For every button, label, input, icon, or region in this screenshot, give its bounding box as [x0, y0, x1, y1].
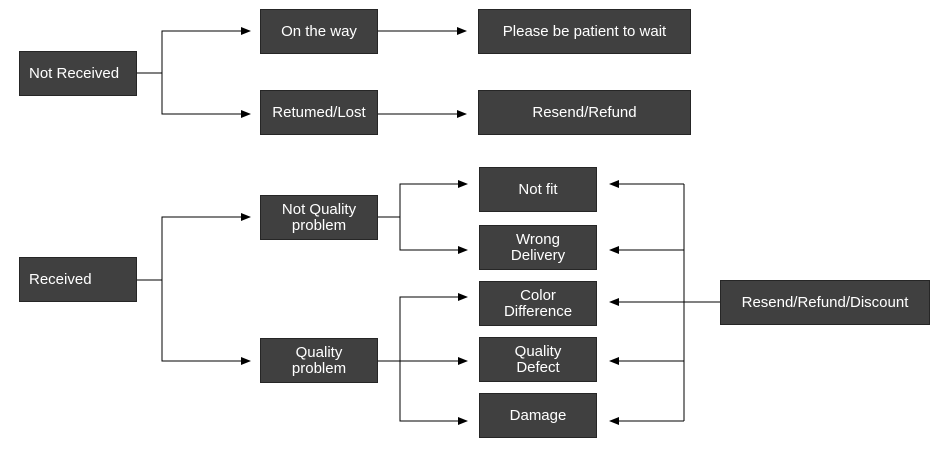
node-not-quality-problem: Not Quality problem	[260, 195, 378, 240]
connector-quality-to-damage	[399, 361, 468, 425]
node-color-difference: Color Difference	[479, 281, 597, 326]
node-received: Received	[19, 257, 137, 302]
node-returned-lost: Retumed/Lost	[260, 90, 378, 135]
connector-received-to-not-quality	[137, 213, 251, 281]
node-not-received: Not Received	[19, 51, 137, 96]
connector-not-quality-to-wrong-delivery	[399, 217, 468, 254]
node-quality-defect: Quality Defect	[479, 337, 597, 382]
connector-quality-to-color	[399, 293, 468, 361]
node-please-wait: Please be patient to wait	[478, 9, 691, 54]
connector-not-received-to-on-the-way	[137, 27, 251, 74]
node-resend-refund: Resend/Refund	[478, 90, 691, 135]
node-wrong-delivery: Wrong Delivery	[479, 225, 597, 270]
node-on-the-way: On the way	[260, 9, 378, 54]
connector-not-quality-to-not-fit	[378, 180, 468, 218]
node-resend-refund-discount: Resend/Refund/Discount	[720, 280, 930, 325]
node-damage: Damage	[479, 393, 597, 438]
node-not-fit: Not fit	[479, 167, 597, 212]
connector-received-to-quality	[161, 280, 251, 365]
connector-not-received-to-returned	[161, 73, 251, 118]
node-quality-problem: Quality problem	[260, 338, 378, 383]
